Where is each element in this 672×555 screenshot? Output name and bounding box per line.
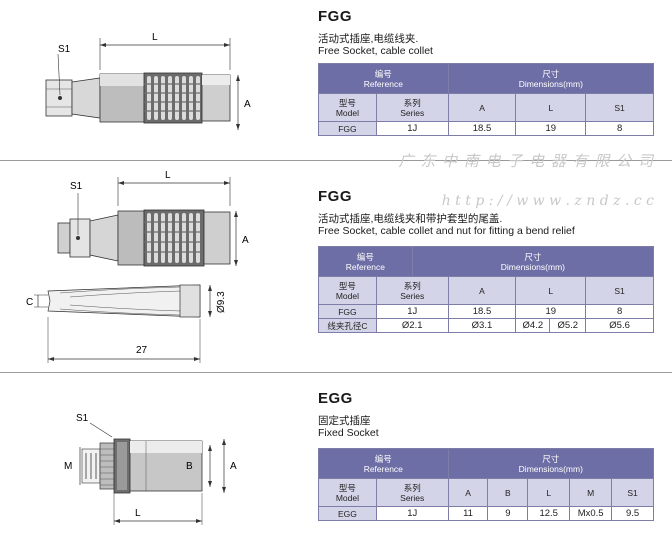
section-divider-1 (0, 160, 672, 161)
table-col-l: L (515, 276, 587, 305)
egg-drawing: S1 M B A L (64, 413, 237, 525)
table-cell-series: 1J (375, 121, 449, 136)
table-cell: 11 (447, 506, 489, 521)
table-col-s1: S1 (585, 276, 654, 305)
dim-label-27: 27 (136, 345, 148, 356)
product-desc-en-3: Fixed Socket (318, 427, 379, 439)
dim-label-s1: S1 (58, 44, 71, 55)
dim-label-l: L (152, 32, 158, 43)
product-code-1: FGG (318, 8, 352, 25)
dim-label-s1: S1 (70, 181, 83, 192)
product-desc-en-2: Free Socket, cable collet and nut for fi… (318, 225, 575, 237)
table-collet-cell: Ø2.1 (375, 318, 449, 333)
table-cell: 9.5 (611, 506, 654, 521)
fgg-drawing-1: L A S1 (45, 32, 251, 130)
table-cell: 8 (585, 121, 654, 136)
table-col-l: L (527, 478, 571, 507)
product-code-2: FGG (318, 188, 352, 205)
table-collet-cell: Ø3.1 (447, 318, 517, 333)
table-cell: 18.5 (447, 121, 517, 136)
product-desc-cn-3: 固定式插座 (318, 415, 371, 427)
table-cell-series: 1J (375, 506, 449, 521)
table-col-s1: S1 (585, 93, 654, 122)
table-cell-model: FGG (318, 121, 377, 136)
section-divider-2 (0, 372, 672, 373)
dim-label-l: L (135, 508, 141, 519)
dim-label-c: C (26, 297, 33, 308)
dim-label-l: L (165, 170, 171, 181)
product-desc-cn-1: 活动式插座,电缆线夹. (318, 33, 419, 45)
product-desc-cn-2: 活动式插座,电缆线夹和带护套型的尾盖. (318, 213, 503, 225)
dim-label-s1: S1 (76, 413, 89, 424)
table-cell-model: FGG (318, 304, 377, 319)
table-col-l: L (515, 93, 587, 122)
dim-label-b: B (186, 461, 193, 472)
dim-label-a: A (230, 461, 237, 472)
table-collet-cell: Ø4.2 (515, 318, 551, 333)
dim-label-d93: Ø9.3 (216, 291, 227, 313)
table-cell: 18.5 (447, 304, 517, 319)
dim-label-a: A (242, 235, 249, 246)
table-col-a: A (447, 276, 517, 305)
table-collet-label: 线夹孔径C (318, 318, 377, 333)
table-cell: 19 (515, 304, 587, 319)
table-cell: 19 (515, 121, 587, 136)
table-collet-cell: Ø5.2 (549, 318, 587, 333)
table-cell: 9 (487, 506, 529, 521)
table-cell-series: 1J (375, 304, 449, 319)
table-cell: Mx0.5 (569, 506, 613, 521)
table-col-a: A (447, 478, 489, 507)
table-cell-model: EGG (318, 506, 377, 521)
table-col-m: M (569, 478, 613, 507)
dim-label-a: A (244, 99, 251, 110)
dim-label-m: M (64, 461, 72, 472)
table-collet-cell: Ø5.6 (585, 318, 654, 333)
watermark-company: 广 东 中 南 电 子 电 器 有 限 公 司 (398, 152, 654, 170)
table-cell: 12.5 (527, 506, 571, 521)
product-desc-en-1: Free Socket, cable collet (318, 45, 433, 57)
fgg-drawing-2: L A S1 C Ø9.3 27 (26, 170, 249, 363)
table-col-a: A (447, 93, 517, 122)
watermark-url: h t t p : / / w w w . z n d z . c c (441, 193, 654, 209)
table-cell: 8 (585, 304, 654, 319)
table-col-b: B (487, 478, 529, 507)
table-col-s1: S1 (611, 478, 654, 507)
product-code-3: EGG (318, 390, 353, 407)
